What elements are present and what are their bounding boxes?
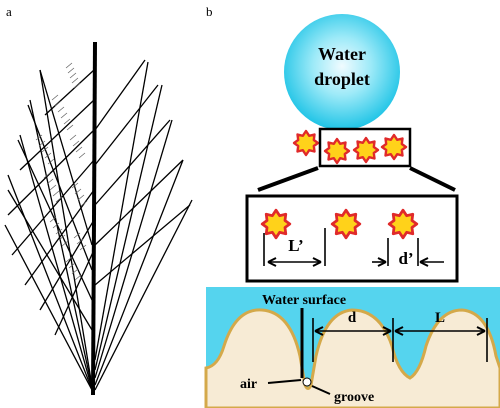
right-barbs [94, 59, 193, 391]
zoom-box-frame [245, 194, 459, 283]
air-pocket [302, 377, 312, 387]
L-dimension [394, 318, 488, 362]
droplet-shape [284, 14, 400, 130]
d-dimension [312, 318, 394, 362]
groove-label: groove [334, 390, 374, 405]
particle-large [330, 208, 362, 240]
zoom-lines [257, 166, 456, 192]
particle-large [387, 208, 419, 240]
d-label: d [348, 310, 357, 326]
left-barbs [4, 69, 94, 393]
particle [323, 137, 351, 165]
crossing-barbs [7, 69, 95, 336]
water-droplet: Water droplet [284, 14, 400, 130]
selection-box [318, 127, 412, 168]
air-label: air [240, 377, 257, 392]
groove-pointer [311, 385, 331, 395]
surface-section: Water surface d L air [204, 287, 500, 408]
particles-row [292, 129, 408, 165]
grooved-surface [204, 308, 500, 408]
barbule-hatching [35, 62, 88, 281]
panel-b: b Water droplet [204, 4, 500, 408]
zoom-box: L’ d’ [245, 194, 459, 283]
water-surface-label: Water surface [262, 293, 346, 308]
gap-dimension [372, 238, 444, 267]
spacing-dimension [263, 228, 326, 267]
panel-b-letter: b [206, 4, 213, 19]
particle [292, 129, 320, 157]
particle [352, 136, 380, 164]
particle [380, 133, 408, 161]
spacing-label: L’ [288, 236, 303, 255]
air-pointer [267, 379, 302, 384]
L-label: L [435, 310, 445, 326]
droplet-label-line1: Water [318, 44, 366, 64]
droplet-label-line2: droplet [314, 69, 370, 89]
particle-large [260, 208, 292, 240]
feather-shaft [91, 41, 97, 396]
panel-a: a [4, 4, 193, 396]
panel-a-letter: a [6, 4, 12, 19]
gap-label: d’ [398, 249, 413, 268]
